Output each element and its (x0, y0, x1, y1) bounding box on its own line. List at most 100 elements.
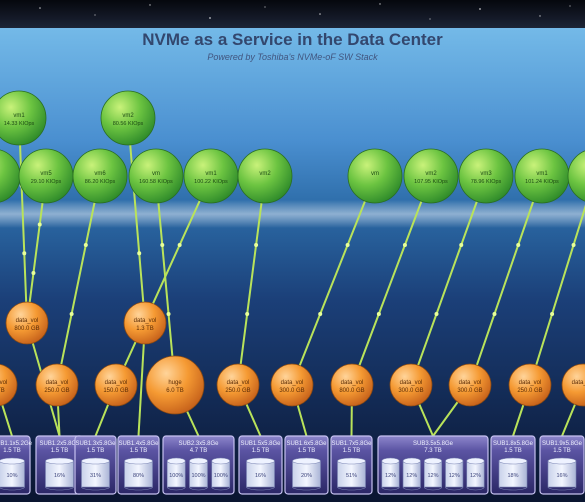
ssd-drive-icon: 20% (292, 457, 321, 491)
tray-label: SUB1.9x5.8Ge (542, 441, 583, 447)
ssd-drive-icon: 100% (189, 457, 208, 491)
link-dot (459, 242, 464, 247)
link-dot (137, 251, 142, 256)
link-dot (69, 311, 74, 316)
vm-volume-link (410, 175, 487, 386)
tray-size: 1.5 TB (504, 448, 522, 454)
volume-size: 800.0 GB (14, 326, 39, 332)
drive-usage: 80% (133, 473, 144, 479)
tray-label: SUB1.3x5.8Ge (75, 441, 116, 447)
tray-size: 1.5 TB (130, 448, 148, 454)
vm-volume-link (529, 204, 585, 386)
vm-label: vm1 (205, 171, 217, 177)
vm-label: vm2 (122, 113, 134, 119)
drive-usage: 100% (214, 473, 228, 479)
volume-label: data_vol (459, 380, 482, 386)
drive-usage: 100% (191, 473, 205, 479)
tray-size: 7.3 TB (424, 448, 442, 454)
volume-node[interactable]: data_vol 300.0 GB (448, 363, 492, 407)
volume-label: data_vol (0, 380, 7, 386)
volume-label: data_vol (16, 318, 39, 324)
ssd-drive-icon: 18% (498, 457, 528, 491)
drive-usage: 20% (301, 473, 312, 479)
link-dot (492, 311, 497, 316)
cloud-band (0, 200, 585, 228)
vm-node[interactable]: vm (347, 148, 403, 204)
ssd-drive-icon: 16% (246, 457, 275, 491)
volume-label: data_vol (134, 318, 157, 324)
drive-usage: 51% (346, 473, 357, 479)
drive-usage: 10% (6, 473, 17, 479)
link-dot (177, 242, 182, 247)
vm-node[interactable]: vm2 (237, 148, 293, 204)
vm-volume-link (127, 117, 146, 324)
ssd-drive-icon: 100% (166, 457, 186, 491)
link-dot (434, 311, 439, 316)
vm-volume-link (18, 117, 28, 324)
vm-node[interactable]: vm (567, 149, 585, 203)
vm-node[interactable]: vm5 29.10 KIOps (18, 148, 74, 204)
volume-size: 300.0 GB (398, 388, 423, 394)
volume-node[interactable]: data_vol (561, 363, 585, 407)
link-dot (31, 271, 36, 276)
tray-size: 4.7 TB (190, 448, 208, 454)
link-dot (22, 251, 27, 256)
vm-label: vm5 (40, 171, 52, 177)
volume-label: huge (168, 380, 182, 386)
link-dot (160, 242, 165, 247)
drive-usage: 12% (449, 473, 460, 479)
vm-iops: 29.10 KIOps (31, 179, 62, 185)
link-dot (516, 242, 521, 247)
tray-size: 1.5 TB (87, 448, 105, 454)
drive-usage: 12% (406, 473, 417, 479)
ssd-drive-icon: 12% (402, 457, 421, 491)
ssd-drive-icon: 100% (211, 457, 231, 491)
drive-usage: 16% (556, 473, 567, 479)
ssd-drive-icon: 31% (81, 457, 110, 491)
vm-volume-link (155, 175, 176, 386)
volume-size: 250.0 GB (517, 388, 542, 394)
volume-node[interactable]: data_vol 800.0 GB (5, 301, 49, 345)
volume-label: data_vol (105, 380, 128, 386)
drive-usage: 16% (255, 473, 266, 479)
volume-size: 300.0 GB (457, 388, 482, 394)
ssd-drive-icon: 16% (547, 457, 577, 491)
tray-size: 1.5 TB (3, 448, 21, 454)
vm-label: vm2 (425, 171, 437, 177)
ssd-drive-icon: 12% (466, 457, 485, 491)
